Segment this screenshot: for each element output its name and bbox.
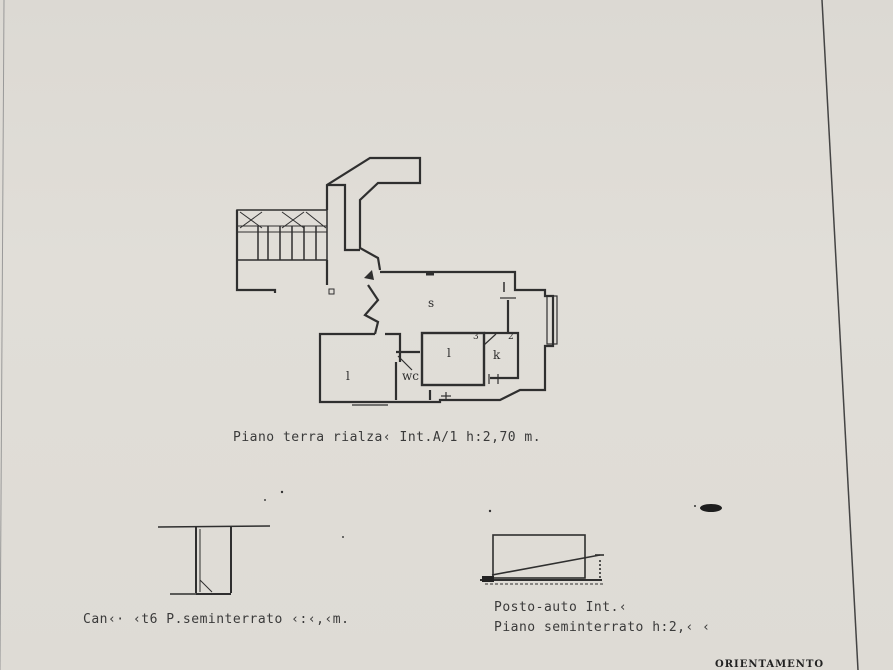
ink-blot — [700, 504, 722, 512]
sheet-border-right — [821, 0, 859, 670]
speck — [280, 490, 284, 494]
north-arrow-mark — [364, 270, 374, 280]
parking-dark-block — [482, 576, 494, 582]
speck — [694, 505, 696, 507]
caption-ground-floor: Piano terra rialza‹ Int.A/1 h:2,70 m. — [233, 430, 542, 445]
staircase — [236, 209, 328, 261]
ground-floor-plan — [235, 156, 558, 406]
caption-cellar: Can‹· ‹t6 P.seminterrato ‹:‹,‹m. — [83, 612, 350, 627]
room-label-k: k — [493, 348, 501, 362]
sheet-border-left — [0, 0, 5, 670]
parking-plan — [480, 534, 604, 585]
room-label-l-center: l — [447, 346, 451, 360]
speck — [264, 499, 266, 501]
speck — [342, 536, 344, 538]
speck — [488, 509, 492, 513]
cellar-plan — [157, 525, 271, 595]
room-number-3: 3 — [473, 332, 479, 342]
entrance-corridor — [235, 210, 277, 293]
apartment-outline — [318, 270, 555, 404]
room-label-s: s — [428, 296, 435, 310]
room-number-2: 2 — [508, 332, 514, 342]
caption-parking-line1: Posto-auto Int.‹ — [494, 600, 628, 615]
room-label-l-left: l — [346, 369, 350, 383]
orientation-heading: ORIENTAMENTO — [715, 659, 825, 670]
room-label-wc: wc — [402, 369, 419, 383]
caption-parking-line2: Piano seminterrato h:2,‹ ‹ — [494, 620, 711, 635]
